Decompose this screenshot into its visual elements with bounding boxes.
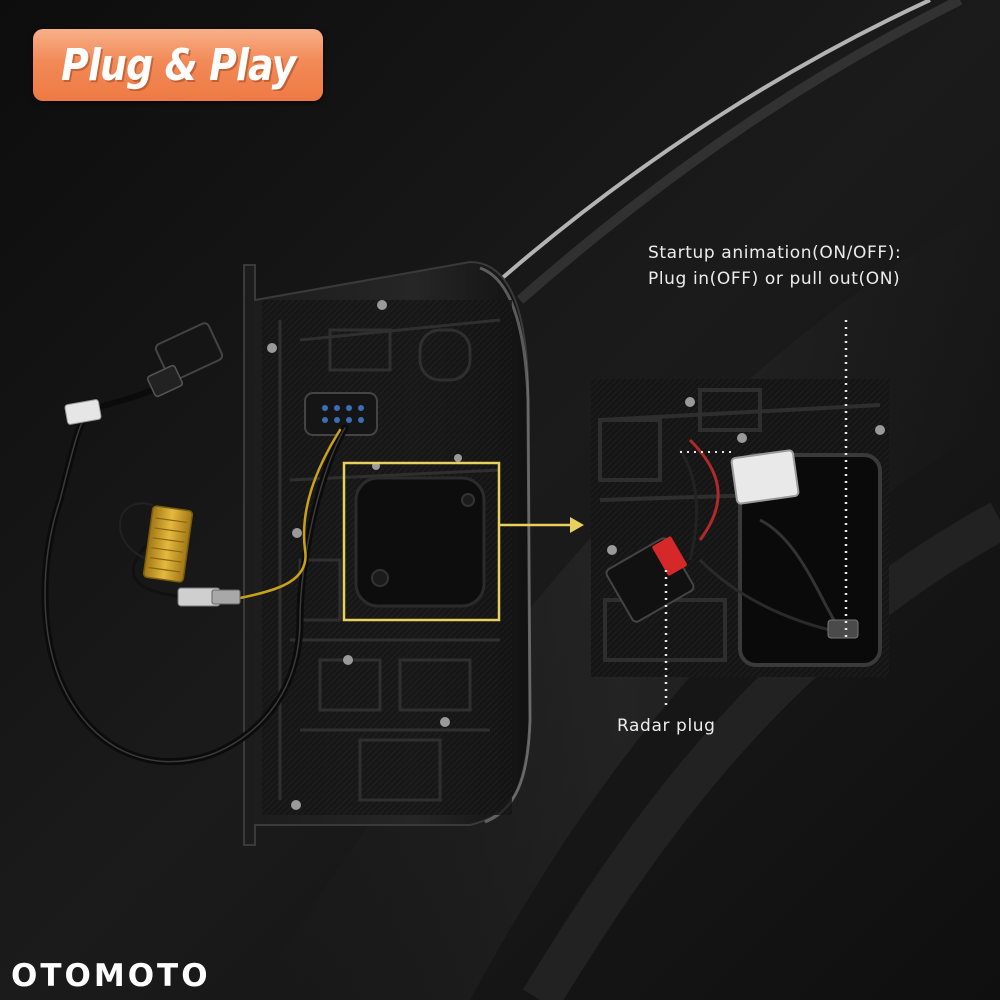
background-highlight-streak — [498, 0, 931, 282]
radar-connector — [605, 536, 695, 623]
harness-label-sleeve — [64, 399, 102, 425]
inset-photo — [591, 379, 889, 677]
startup-annotation-line2: Plug in(OFF) or pull out(ON) — [648, 269, 901, 289]
background-glow-streak — [516, 0, 963, 304]
zoom-arrow — [500, 517, 584, 533]
startup-annotation-line1: Startup animation(ON/OFF): — [648, 243, 902, 263]
radar-plug-label: Radar plug — [617, 716, 716, 736]
plug-and-play-badge: Plug & Play — [33, 29, 323, 101]
inline-connector — [177, 587, 241, 607]
inset-white-connector — [730, 449, 800, 505]
radar-cover — [354, 476, 486, 608]
harness-plug — [146, 322, 224, 398]
watermark-logo: OTOMOTO — [11, 958, 211, 994]
background-band — [522, 502, 1000, 1000]
load-resistor — [142, 505, 194, 583]
radar-highlight-box — [342, 461, 501, 622]
badge-text: Plug & Play — [60, 39, 296, 91]
